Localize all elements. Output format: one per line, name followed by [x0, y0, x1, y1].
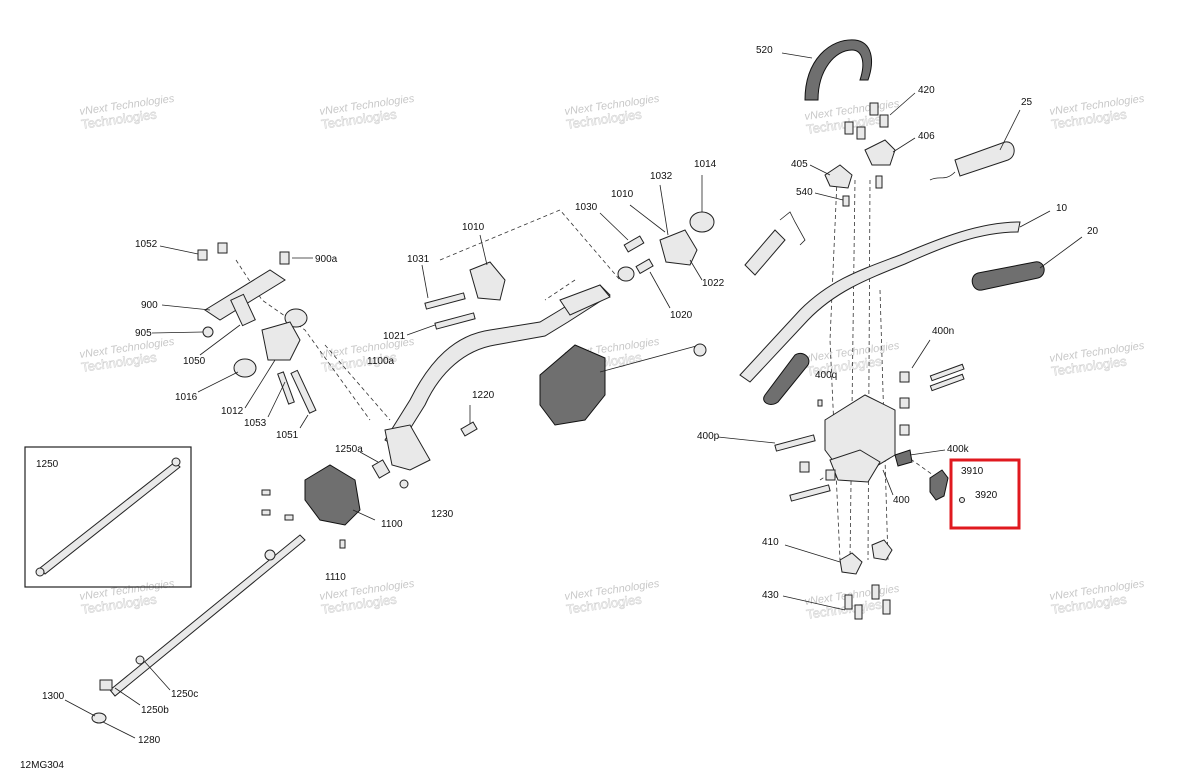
label-1052: 1052 [135, 239, 158, 250]
label-1051: 1051 [276, 430, 299, 441]
steering-clamp-1010 [406, 234, 506, 336]
label-1030: 1030 [575, 202, 598, 213]
label-400q: 400q [815, 370, 837, 381]
steering-column-1100a [384, 284, 611, 471]
label-1010-upper: 1010 [611, 189, 634, 200]
label-1031: 1031 [407, 254, 430, 265]
label-1053: 1053 [244, 418, 267, 429]
label-540: 540 [796, 187, 813, 198]
label-1250a: 1250a [335, 444, 363, 455]
bolts-420 [844, 92, 916, 140]
label-400p: 400p [697, 431, 720, 442]
handlebar-10 [739, 210, 1051, 383]
label-1050: 1050 [183, 356, 206, 367]
grip-25 [929, 109, 1021, 181]
hand-guard-520 [781, 39, 872, 101]
label-405: 405 [791, 159, 808, 170]
highlight-box [949, 458, 1021, 530]
label-1014: 1014 [694, 159, 717, 170]
label-1110: 1110 [325, 572, 346, 583]
label-905: 905 [135, 328, 152, 339]
grip-20 [763, 236, 1083, 405]
label-1230: 1230 [431, 509, 454, 520]
label-3910: 3910 [961, 466, 984, 477]
label-410: 410 [762, 537, 779, 548]
part-labels: 520 420 25 406 405 540 10 20 1014 1032 1… [20, 45, 1099, 771]
label-1220: 1220 [472, 390, 495, 401]
label-1300: 1300 [42, 691, 65, 702]
label-10: 10 [1056, 203, 1068, 214]
steering-upper-parts [599, 175, 715, 309]
pin-540 [814, 192, 850, 207]
clamp-406 [864, 137, 916, 166]
label-3920: 3920 [975, 490, 998, 501]
steering-bracket-900 [151, 242, 317, 429]
label-400: 400 [893, 495, 910, 506]
label-1100a: 1100a [367, 356, 395, 367]
label-1250: 1250 [36, 459, 59, 470]
small-bolts [261, 489, 346, 549]
label-1250b: 1250b [141, 705, 169, 716]
label-430: 430 [762, 590, 779, 601]
cover-parts [304, 343, 707, 526]
diagram-code: 12MG304 [20, 760, 64, 771]
label-520: 520 [756, 45, 773, 56]
label-1016: 1016 [175, 392, 198, 403]
label-1022: 1022 [702, 278, 725, 289]
inset-1250 [24, 446, 192, 588]
label-900a: 900a [315, 254, 338, 265]
label-1250c: 1250c [171, 689, 198, 700]
label-1021: 1021 [383, 331, 406, 342]
label-25: 25 [1021, 97, 1033, 108]
label-1010-lower: 1010 [462, 222, 485, 233]
bushings-1220-1250a [359, 405, 478, 489]
label-1032: 1032 [650, 171, 673, 182]
label-406: 406 [918, 131, 935, 142]
lower-clamps-410-430 [782, 539, 893, 620]
clamp-405 [809, 164, 883, 189]
label-20: 20 [1087, 226, 1099, 237]
label-1020: 1020 [670, 310, 693, 321]
label-1280: 1280 [138, 735, 161, 746]
label-400n: 400n [932, 326, 954, 337]
label-400k: 400k [947, 444, 970, 455]
riser-block-400 [717, 339, 965, 502]
label-420: 420 [918, 85, 935, 96]
label-900: 900 [141, 300, 158, 311]
label-1012: 1012 [221, 406, 244, 417]
tie-rod-1250 [64, 534, 306, 739]
label-1100: 1100 [381, 519, 403, 530]
parts-3910-3920 [929, 458, 1021, 530]
